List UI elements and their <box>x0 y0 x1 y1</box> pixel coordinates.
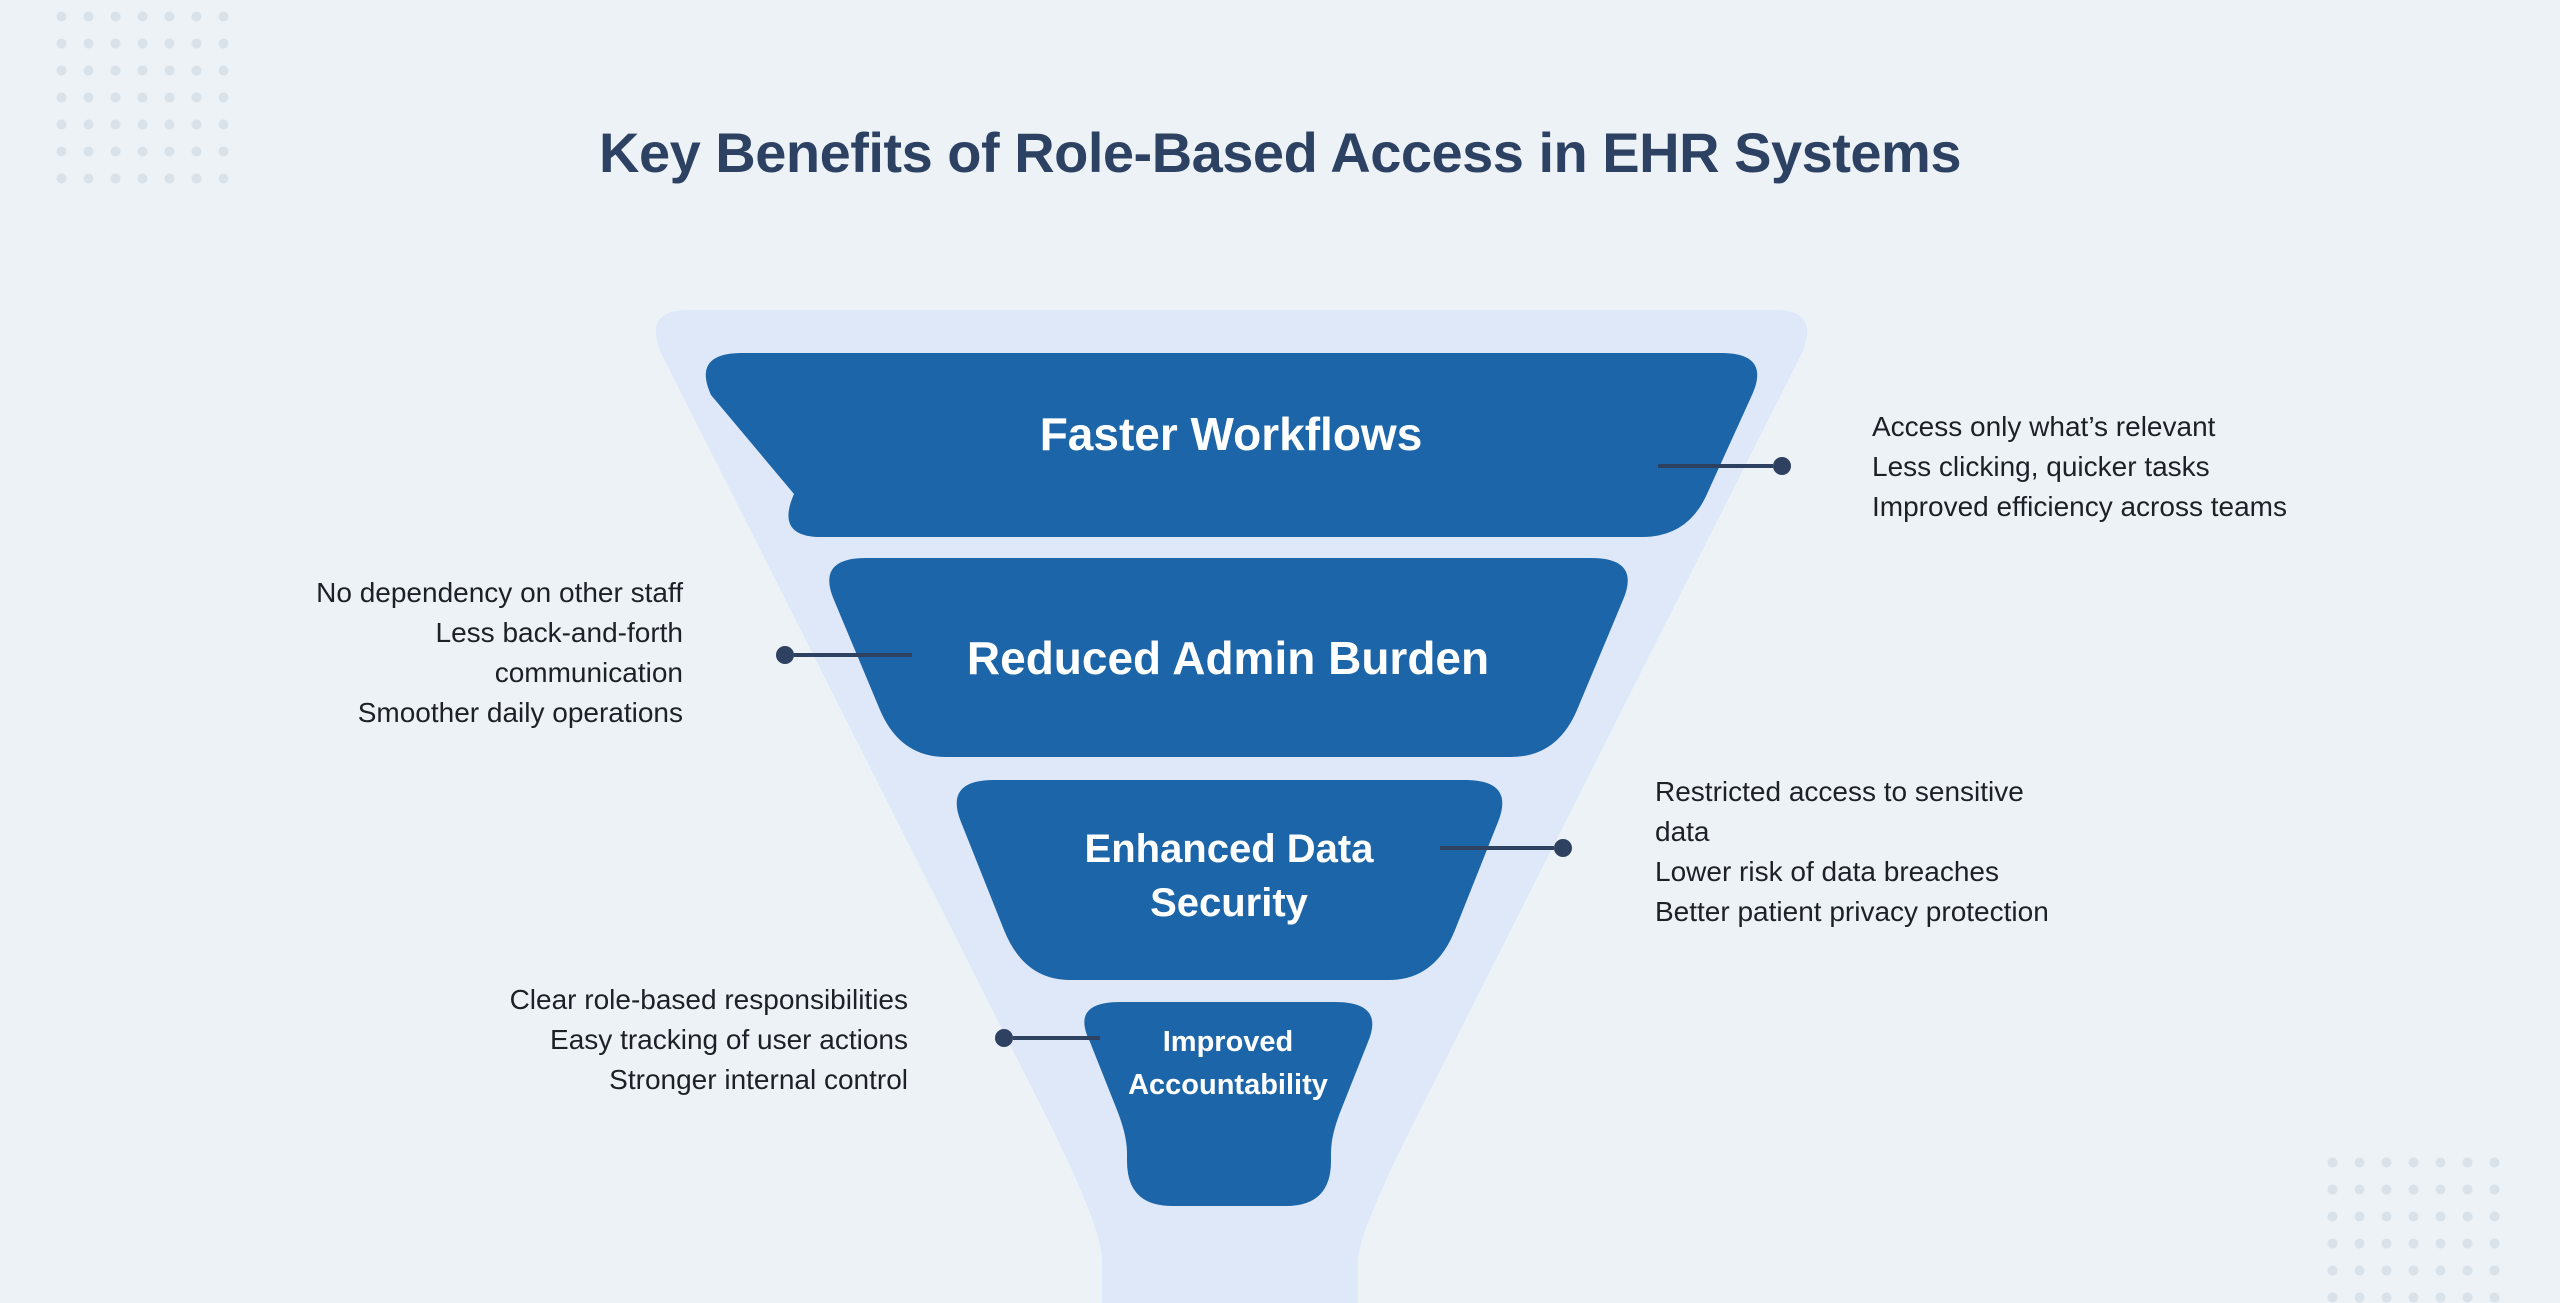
text-line: No dependency on other staff <box>316 577 683 608</box>
text-line: Reduced Admin Burden <box>966 632 1490 684</box>
text-line: Improved efficiency across teams <box>1872 491 2287 522</box>
connector-dot-improved-accountability <box>995 1029 1013 1047</box>
text-line: communication <box>494 657 683 688</box>
text-line: Less back-and-forth <box>435 617 683 648</box>
funnel-segment-improved-accountability <box>1084 1002 1373 1206</box>
funnel-segment-faster-workflows <box>705 353 1758 537</box>
text-line: Faster Workflows <box>1039 408 1423 460</box>
segment-label-reduced-admin-burden: Reduced Admin Burden <box>728 624 1728 692</box>
text-line: Restricted access to sensitive <box>1655 776 2024 807</box>
text-line: data <box>1655 816 1710 847</box>
connector-dot-faster-workflows <box>1773 457 1791 475</box>
text-line: Enhanced Data <box>1084 827 1374 871</box>
segment-label-faster-workflows: Faster Workflows <box>731 400 1731 468</box>
text-line: Easy tracking of user actions <box>550 1024 908 1055</box>
text-line: Less clicking, quicker tasks <box>1872 451 2210 482</box>
text-line: Accountability <box>1128 1069 1328 1101</box>
text-line: Clear role-based responsibilities <box>509 984 908 1015</box>
text-line: Smoother daily operations <box>357 697 683 728</box>
page-title: Key Benefits of Role-Based Access in EHR… <box>599 121 1961 184</box>
funnel-segment-enhanced-data-security <box>956 780 1503 980</box>
connector-dot-enhanced-data-security <box>1554 839 1572 857</box>
text-line: Lower risk of data breaches <box>1655 856 1999 887</box>
text-line: Better patient privacy protection <box>1655 896 2049 927</box>
connector-dot-reduced-admin-burden <box>776 646 794 664</box>
text-line: Stronger internal control <box>609 1064 908 1095</box>
text-line: Access only what’s relevant <box>1872 411 2216 442</box>
corner-dot-grid-top-left <box>48 3 237 192</box>
corner-dot-grid-bottom-right <box>2319 1149 2508 1303</box>
funnel-segment-reduced-admin-burden <box>829 558 1628 757</box>
text-line: Security <box>1150 881 1308 925</box>
text-line: Improved <box>1162 1026 1294 1058</box>
